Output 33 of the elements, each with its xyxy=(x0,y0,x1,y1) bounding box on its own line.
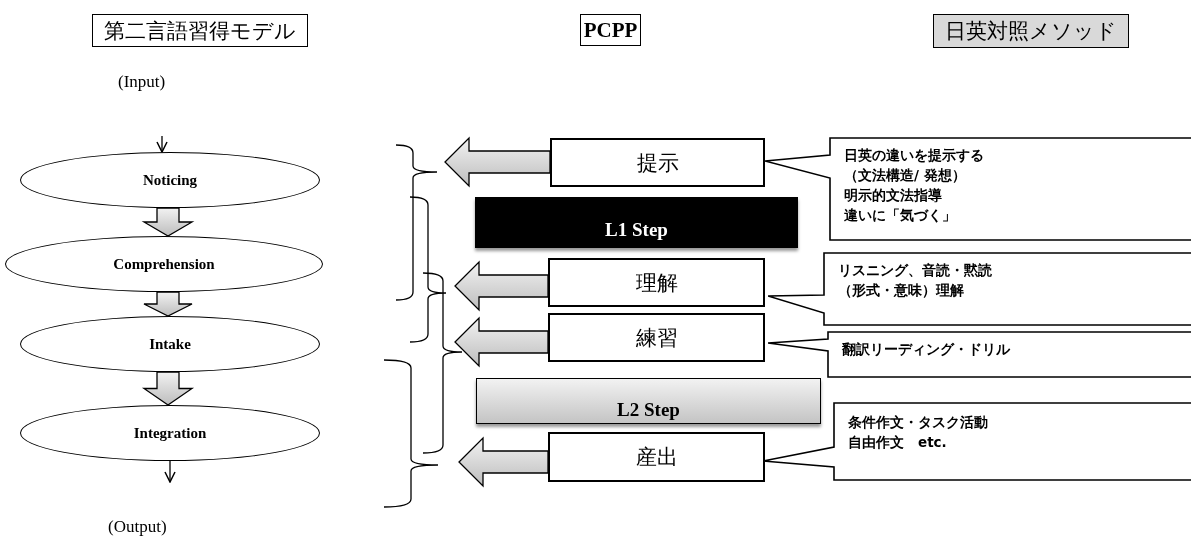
block-arrow xyxy=(143,291,193,317)
flow-label: (Input) xyxy=(118,72,166,92)
callout-text: 日英の違いを提示する xyxy=(844,146,984,165)
callout-text: 翻訳リーディング・ドリル xyxy=(842,340,1010,359)
block-arrow xyxy=(454,260,549,312)
heading-box: 日英対照メソッド xyxy=(933,14,1129,48)
callout-text: 自由作文 etc. xyxy=(848,433,948,452)
stage-ellipse: Intake xyxy=(20,316,320,372)
arrow xyxy=(164,460,176,483)
arrow xyxy=(156,135,168,153)
callout-text: 明示的文法指導 xyxy=(844,186,943,205)
callout-text: 条件作文・タスク活動 xyxy=(848,413,988,432)
block-arrow xyxy=(444,136,551,188)
block-arrow xyxy=(458,436,549,488)
callout-text: リスニング、音読・黙読 xyxy=(838,261,992,280)
callout-text: （形式・意味）理解 xyxy=(838,281,965,300)
step-band: L1 Step xyxy=(475,197,798,248)
heading-box: PCPP xyxy=(580,14,641,46)
flow-label: (Output) xyxy=(108,517,167,537)
stage-ellipse: Comprehension xyxy=(5,236,323,292)
heading-box: 第二言語習得モデル xyxy=(92,14,308,47)
block-arrow xyxy=(454,316,549,368)
callout-text: （文法構造/ 発想） xyxy=(844,166,967,185)
block-arrow xyxy=(141,207,195,237)
step-box: 産出 xyxy=(548,432,765,482)
step-box: 提示 xyxy=(550,138,765,187)
step-band: L2 Step xyxy=(476,378,821,424)
step-box: 練習 xyxy=(548,313,765,362)
block-arrow xyxy=(141,371,195,406)
step-box: 理解 xyxy=(548,258,765,307)
callout-text: 違いに「気づく」 xyxy=(844,206,957,225)
stage-ellipse: Integration xyxy=(20,405,320,461)
stage-ellipse: Noticing xyxy=(20,152,320,208)
